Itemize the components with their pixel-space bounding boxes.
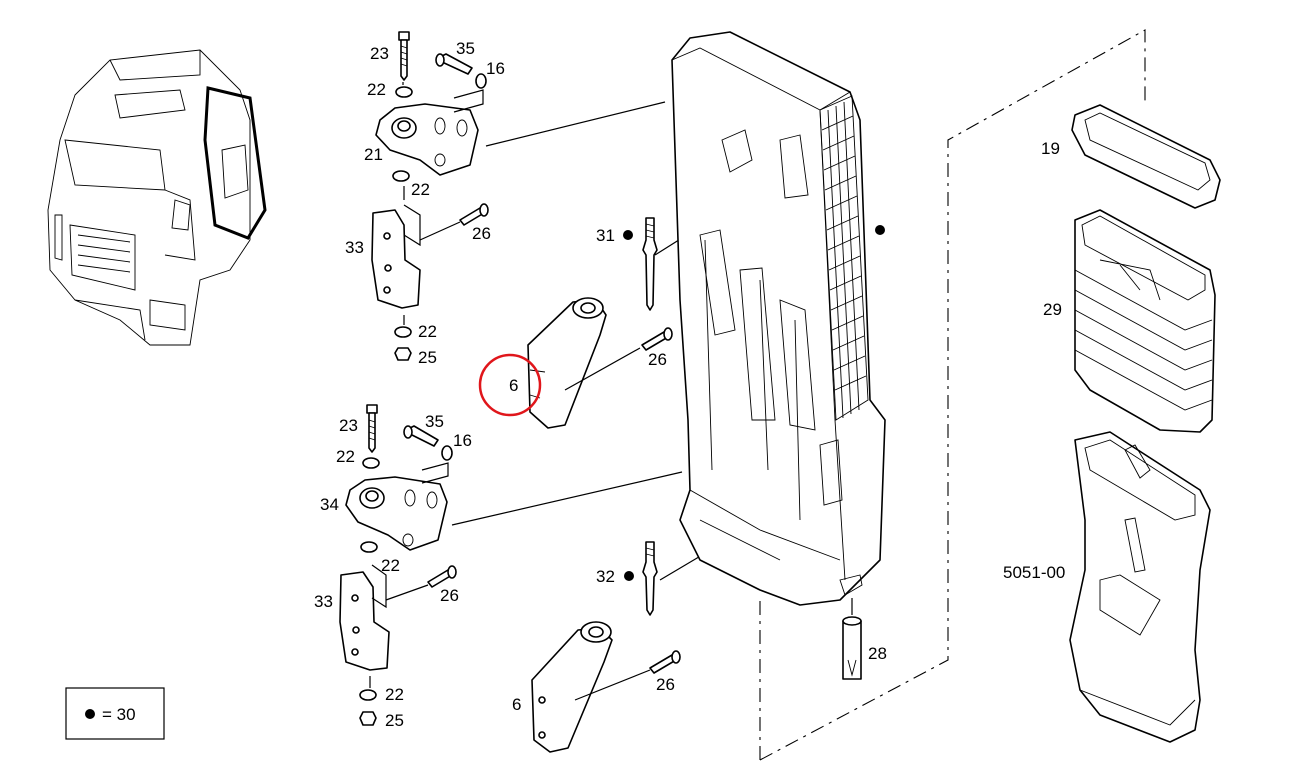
seal-ring-icon	[1071, 104, 1221, 209]
bracket-6-lower	[531, 621, 613, 753]
label-6: 6	[512, 695, 521, 714]
label-33: 33	[345, 238, 364, 257]
bolt-icon	[641, 327, 673, 351]
label-34: 34	[320, 495, 339, 514]
mount-bracket-icon	[345, 476, 448, 551]
washer-icon	[441, 445, 453, 461]
washer-icon	[394, 326, 412, 338]
washer-icon	[362, 457, 380, 469]
group-code: 5051-00	[1003, 563, 1065, 582]
washer-icon	[395, 86, 413, 98]
label-32: 32	[596, 567, 615, 586]
label-26: 26	[656, 675, 675, 694]
bolt-icon	[427, 565, 457, 588]
label-33: 33	[314, 592, 333, 611]
truck-cab-icon	[47, 49, 267, 346]
label-19: 19	[1041, 139, 1060, 158]
label-23: 23	[370, 44, 389, 63]
highlight-circle	[478, 353, 542, 417]
bolt-icon	[435, 53, 473, 75]
washer-icon	[359, 689, 377, 701]
label-16: 16	[453, 431, 472, 450]
label-21: 21	[364, 145, 383, 164]
dot-marker-icon	[85, 709, 95, 719]
filter-grid	[819, 95, 869, 421]
air-filter-housing-icon	[671, 31, 886, 606]
bracket-icon	[339, 571, 390, 671]
washer-icon	[475, 73, 487, 89]
bolt-icon	[398, 31, 410, 81]
bracket-6-upper	[527, 297, 607, 429]
bracket-icon	[371, 209, 421, 309]
label-35: 35	[456, 39, 475, 58]
bolt-icon	[366, 404, 378, 453]
air-duct-icon	[1069, 431, 1211, 743]
washer-icon	[360, 541, 378, 553]
bellows-icon	[1074, 209, 1216, 433]
washer-icon	[392, 170, 410, 182]
group-frame	[759, 29, 1146, 761]
label-22: 22	[367, 80, 386, 99]
label-6: 6	[509, 376, 518, 395]
upper-mount-assembly	[371, 31, 489, 361]
label-25: 25	[385, 711, 404, 730]
label-23: 23	[339, 416, 358, 435]
label-26: 26	[440, 586, 459, 605]
label-22: 22	[381, 556, 400, 575]
lower-mount-assembly	[339, 404, 457, 726]
dot-marker	[875, 225, 885, 235]
label-29: 29	[1043, 300, 1062, 319]
pipe-icon	[842, 616, 862, 680]
label-26: 26	[472, 224, 491, 243]
label-22: 22	[336, 447, 355, 466]
label-35: 35	[425, 412, 444, 431]
label-26: 26	[648, 350, 667, 369]
legend-text: = 30	[102, 705, 136, 724]
label-22: 22	[411, 180, 430, 199]
label-31: 31	[596, 226, 615, 245]
stud-icon	[642, 217, 658, 311]
label-22: 22	[385, 685, 404, 704]
legend-box: = 30	[65, 687, 165, 740]
nut-icon	[359, 711, 377, 726]
stud-icon	[642, 541, 658, 616]
bolt-icon	[649, 650, 681, 674]
label-28: 28	[868, 644, 887, 663]
bolt-icon	[459, 203, 489, 226]
nut-icon	[394, 347, 412, 361]
dot-marker	[624, 571, 634, 581]
label-22: 22	[418, 322, 437, 341]
bolt-icon	[403, 425, 439, 447]
dot-marker	[623, 230, 633, 240]
mount-bracket-icon	[375, 103, 479, 176]
label-25: 25	[418, 348, 437, 367]
label-16: 16	[486, 59, 505, 78]
